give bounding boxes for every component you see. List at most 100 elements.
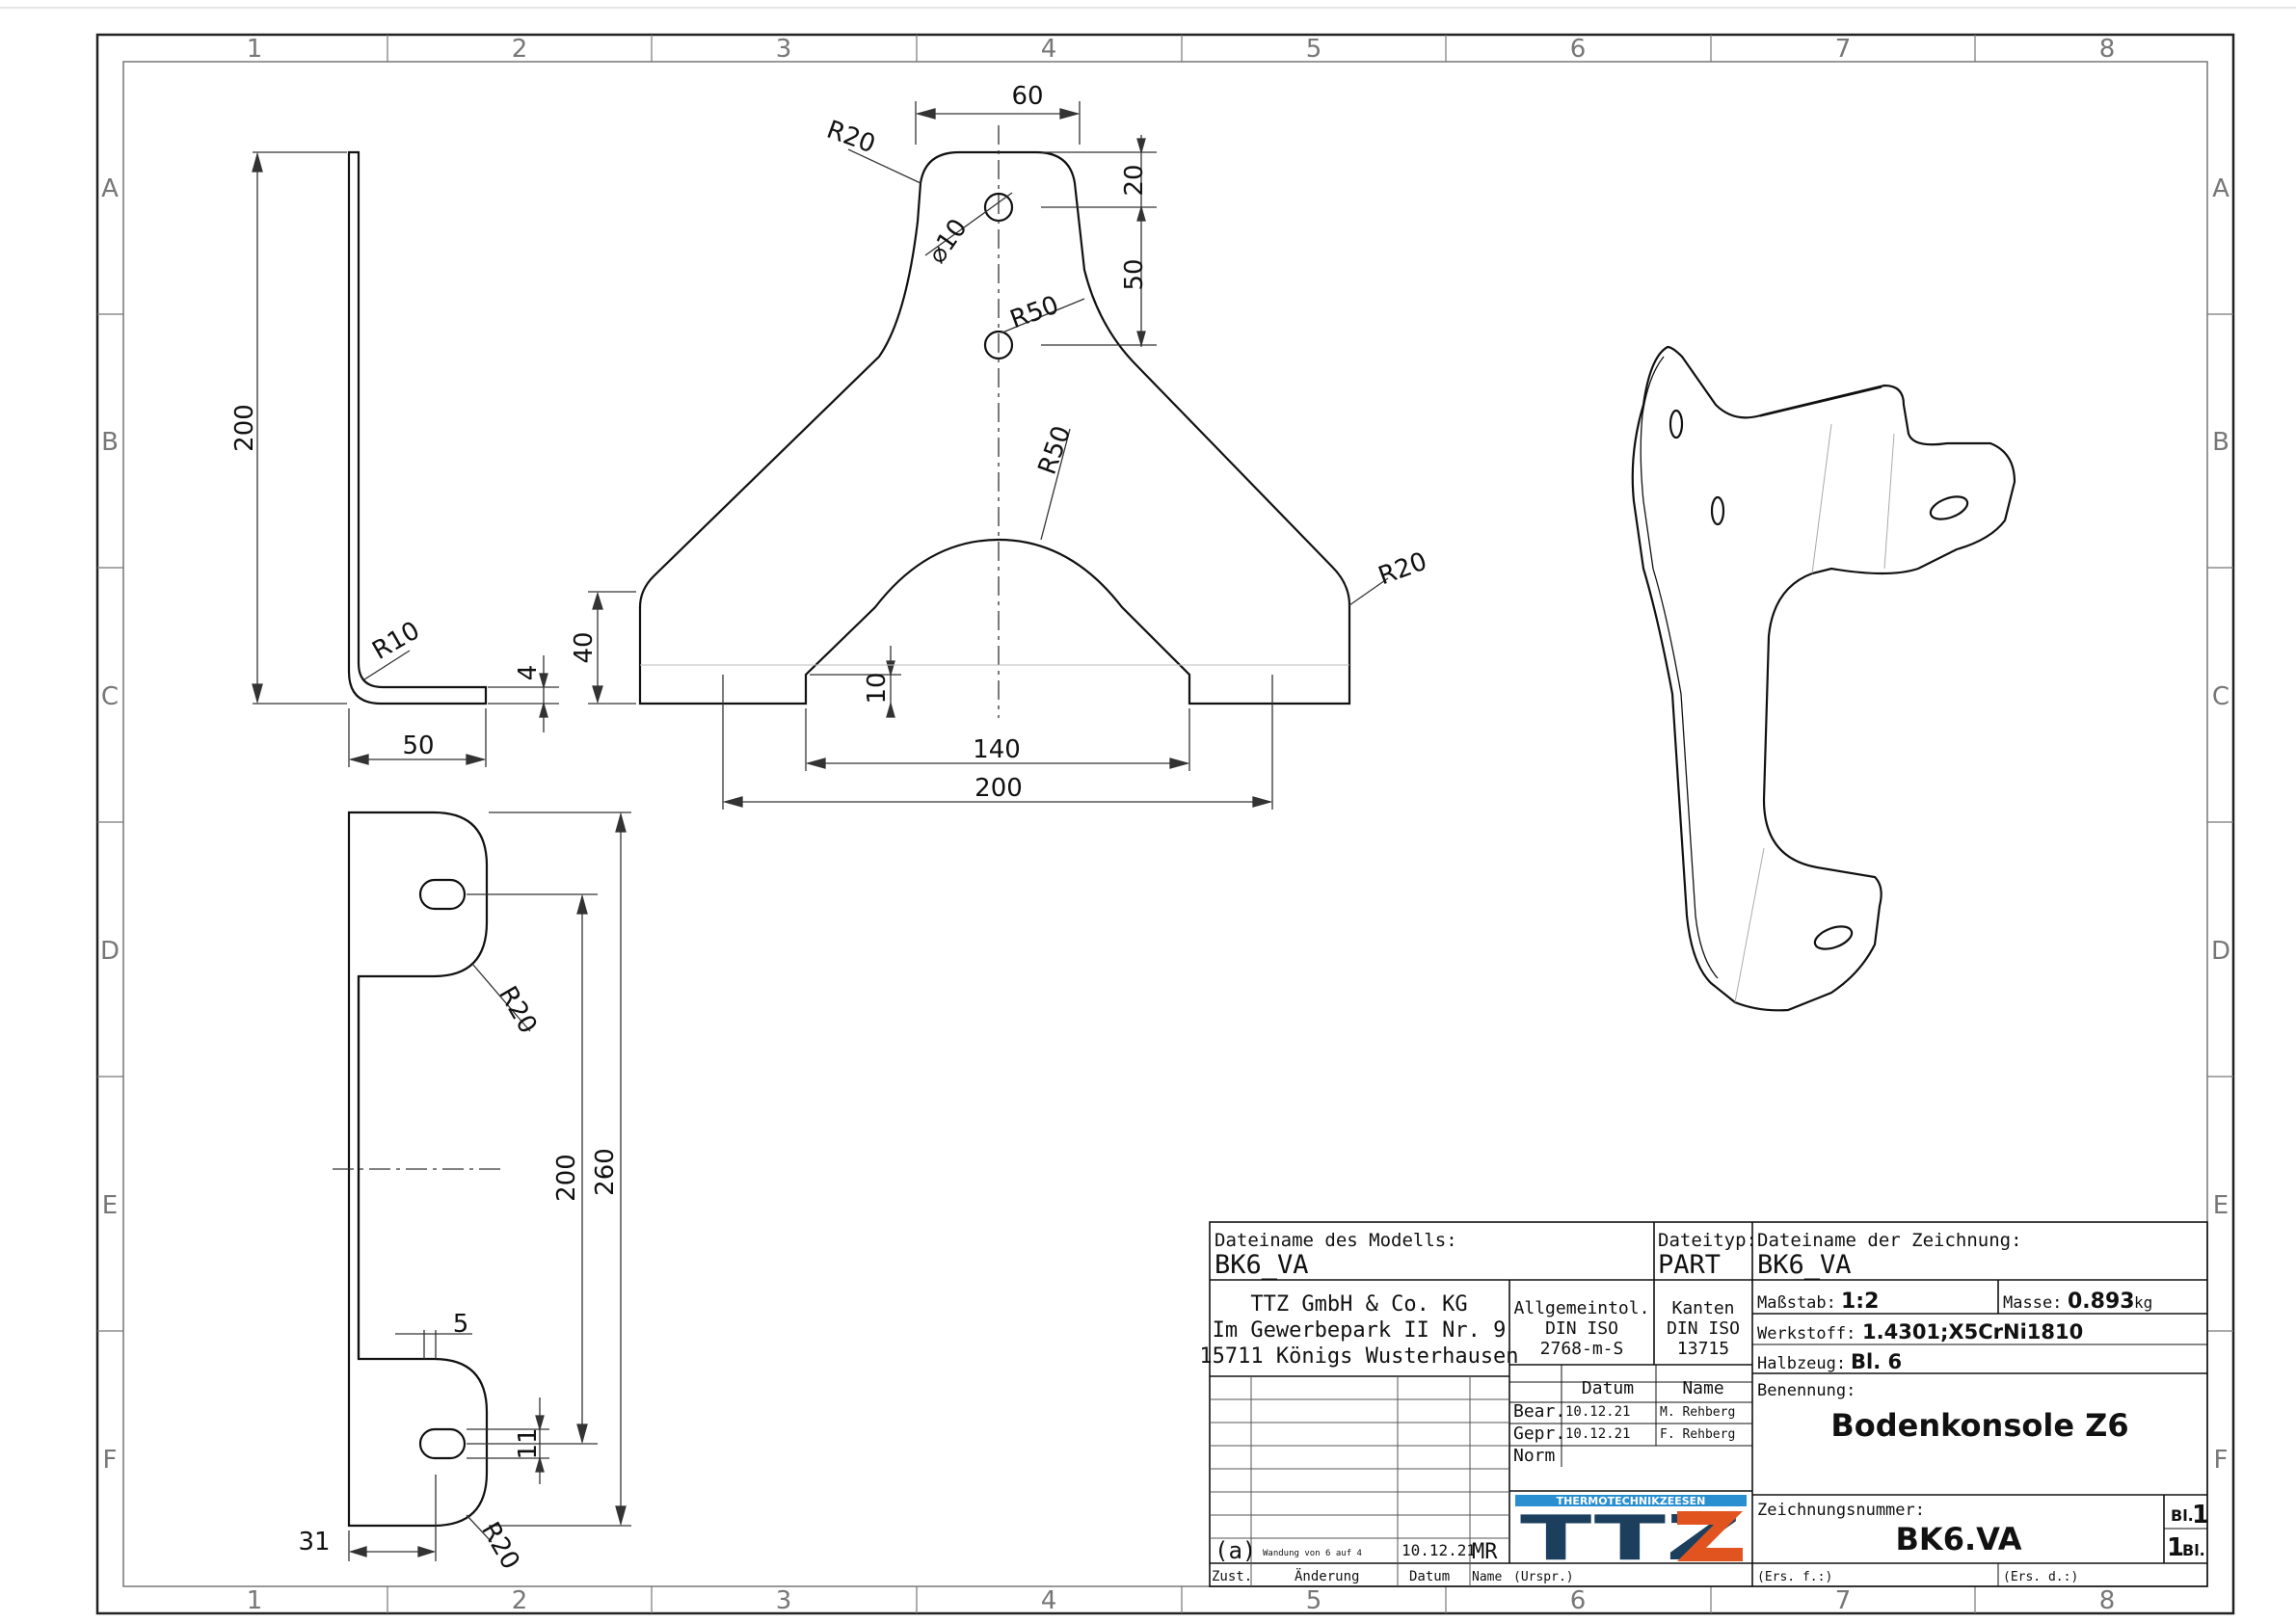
dim-front-inner-width: 140 [973,735,1021,764]
change-label: Änderung [1295,1567,1359,1584]
grid-row-f: F [2214,1446,2229,1475]
dim-bottom-overall-length: 260 [591,1148,620,1196]
side-profile [347,150,488,705]
grid-row-e: E [102,1191,118,1220]
material-label: Werkstoff: [1757,1324,1855,1344]
gepr-date: 10.12.21 [1565,1426,1630,1442]
side-view [252,150,559,767]
grid-row-c: C [101,682,119,711]
grid-col-8: 8 [2099,1586,2116,1615]
drawing-number: BK6.VA [1896,1521,2022,1557]
sheet-number: 1 [2192,1501,2209,1530]
grid-col-1: 1 [247,1586,263,1615]
iso-hole-1 [1669,409,1684,439]
model-filename-label: Dateiname des Modells: [1215,1230,1457,1251]
edges-line3: 13715 [1677,1339,1729,1359]
company-line1: TTZ GmbH & Co. KG [1250,1292,1467,1317]
dim-bottom-radius-top: R20 [493,981,543,1038]
gepr-label: Gepr. [1513,1423,1565,1444]
grid-row-d: D [2211,937,2230,966]
ers-d-label: (Ers. d.:) [2003,1570,2078,1584]
dim-front-shoulder-radius: R50 [1006,291,1062,335]
dim-side-thickness: 4 [514,665,543,681]
grid-row-a: A [2212,174,2229,203]
mass-value: 0.893 [2068,1290,2135,1314]
dim-front-top-radius: R20 [823,116,879,160]
logo-text: THERMOTECHNIKZEESEN [1557,1495,1706,1507]
grid-col-7: 7 [1835,35,1852,64]
drawing-filename-label: Dateiname der Zeichnung: [1757,1230,2022,1251]
grid-col-8: 8 [2099,35,2116,64]
tol-line3: 2768-m-S [1540,1339,1624,1359]
dim-side-width: 50 [402,732,434,760]
grid-col-2: 2 [512,35,528,64]
dim-front-foot-height: 40 [570,631,599,663]
grid-col-6: 6 [1570,35,1587,64]
tol-line2: DIN ISO [1545,1318,1618,1339]
sheets-total: 1 [2167,1533,2184,1562]
filetype: PART [1658,1250,1721,1280]
dim-bottom-hole-spacing: 200 [552,1154,581,1202]
semi-value: Bl. 6 [1851,1350,1902,1373]
grid-col-3: 3 [776,35,792,64]
designation-label: Benennung: [1757,1381,1855,1400]
grid-col-5: 5 [1306,1586,1322,1615]
bear-date: 10.12.21 [1565,1404,1630,1420]
sheets-total-label: Bl. [2182,1541,2205,1559]
sheet-label: Bl. [2171,1506,2194,1525]
grid-labels-bottom: 1 2 3 4 5 6 7 8 [247,1586,2116,1615]
edges-line2: DIN ISO [1667,1318,1740,1339]
drawing-filename: BK6_VA [1757,1250,1852,1280]
iso-outline [1631,345,2016,1012]
grid-row-c: C [2212,682,2229,711]
dim-front-top-width: 60 [1011,82,1043,111]
grid-col-3: 3 [776,1586,792,1615]
zust-label: Zust. [1212,1569,1252,1584]
grid-row-f: F [103,1446,118,1475]
grid-ticks [97,35,2233,1613]
grid-col-1: 1 [247,35,263,64]
bottom-slot-bottom [418,1427,467,1460]
drawing-number-label: Zeichnungsnummer: [1757,1501,1925,1520]
mass-label: Masse: [2003,1293,2062,1313]
rev-name: MR [1472,1540,1498,1564]
front-view [588,101,1389,810]
dim-front-overall-width: 200 [974,774,1023,803]
grid-col-6: 6 [1570,1586,1587,1615]
bear-name: M. Rehberg [1660,1405,1735,1420]
dim-front-hole-dia: ⌀10 [922,214,974,269]
rev-index: (a) [1215,1537,1256,1564]
grid-col-5: 5 [1306,35,1322,64]
tol-line1: Allgemeintol. [1514,1298,1650,1318]
dim-front-foot-radius: R20 [1375,547,1430,592]
company-line2: Im Gewerbepark II Nr. 9 [1213,1318,1507,1343]
iso-slot-2 [1813,925,1854,950]
isometric-view [1631,345,2016,1012]
dim-front-top-offset: 20 [1120,164,1149,196]
bottom-view [333,811,631,1561]
norm-label: Norm [1513,1446,1555,1466]
inner-frame [122,61,2208,1587]
semi-label: Halbzeug: [1757,1354,1846,1373]
grid-row-b: B [2212,428,2229,457]
front-profile [638,150,1351,705]
rev-change: Wandung von 6 auf 4 [1263,1549,1362,1558]
logo-z-mark [1677,1511,1743,1561]
grid-col-7: 7 [1835,1586,1852,1615]
dim-front-notch-height: 10 [863,672,892,704]
grid-col-4: 4 [1041,35,1057,64]
grid-labels-top: 1 2 3 4 5 6 7 8 [247,35,2116,64]
name-label: Name [1472,1570,1502,1584]
model-filename: BK6_VA [1215,1250,1309,1280]
grid-col-4: 4 [1041,1586,1057,1615]
grid-labels-right: A B C D E F [2211,174,2230,1475]
rev-date: 10.12.21 [1402,1541,1476,1559]
bottom-slot-top [418,878,467,911]
outer-frame [95,33,2235,1615]
designation: Bodenkonsole Z6 [1830,1407,2128,1444]
iso-hole-2 [1710,495,1725,526]
logo-band [1515,1495,1747,1506]
gepr-name: F. Rehberg [1660,1427,1735,1442]
material-value: 1.4301;X5CrNi1810 [1862,1320,2083,1344]
